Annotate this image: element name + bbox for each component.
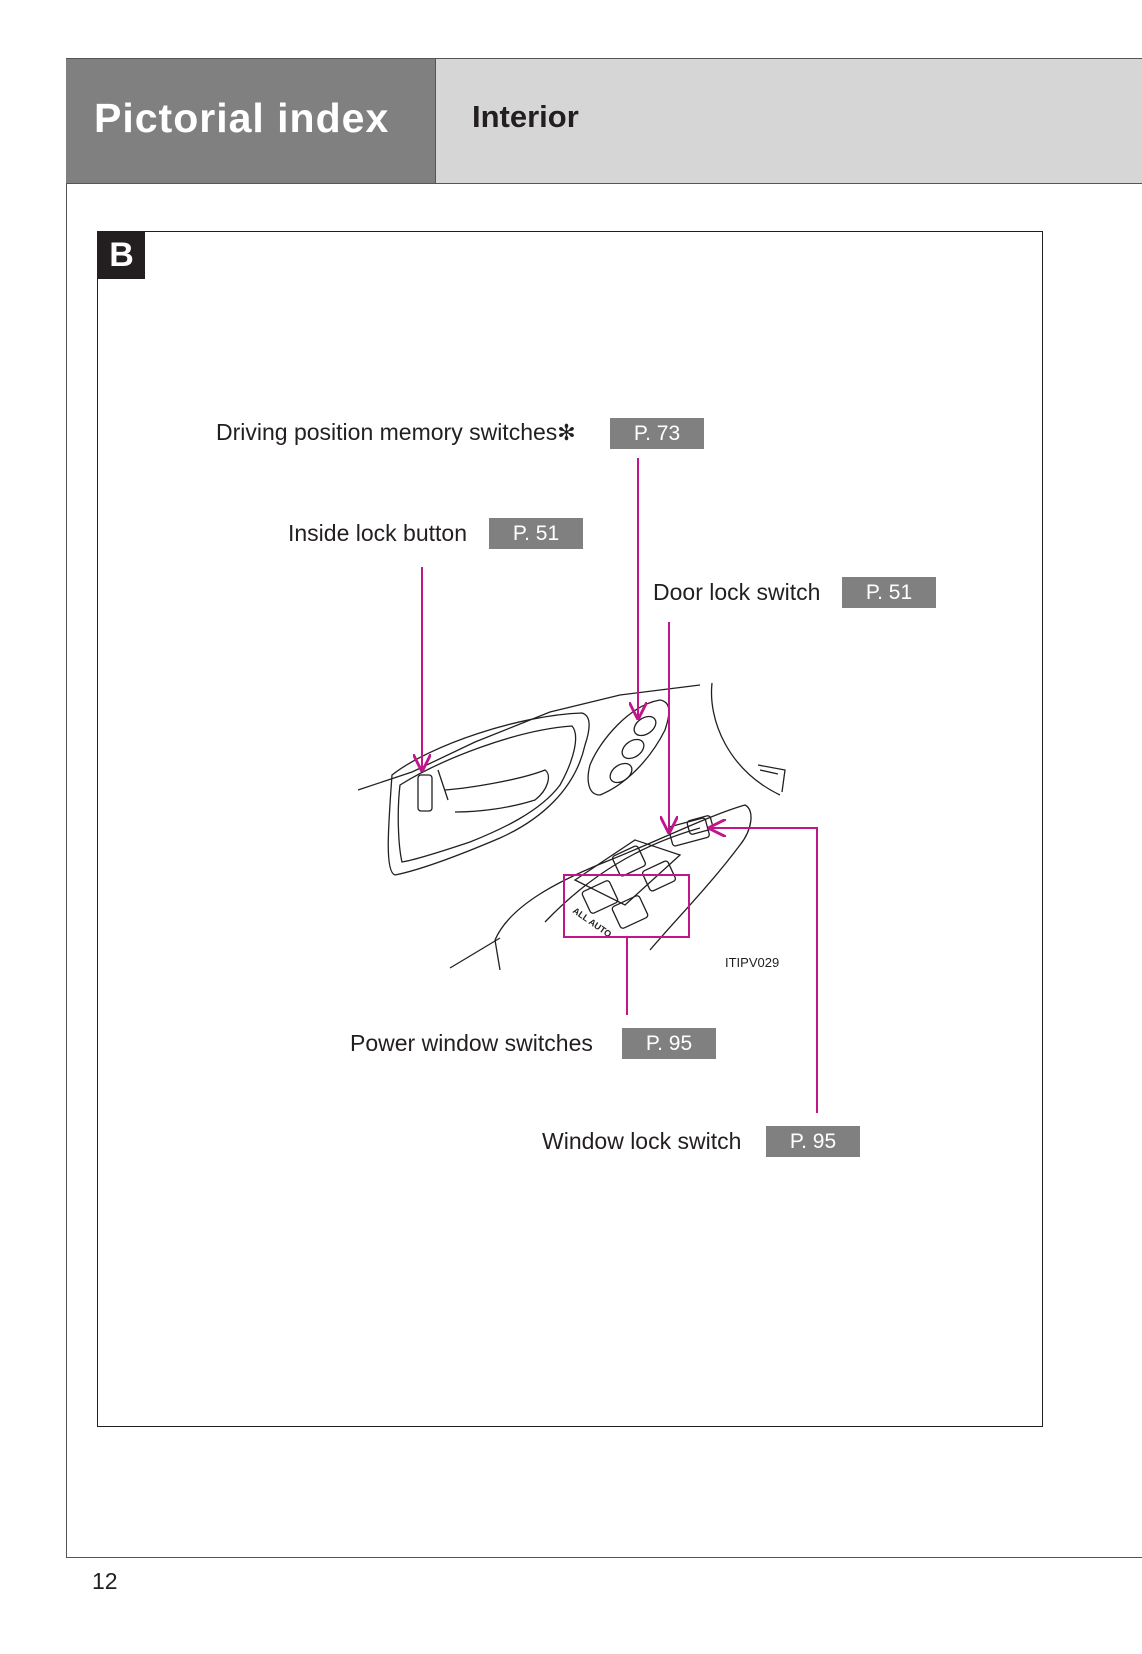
callout-door-lock-label: Door lock switch <box>653 579 821 605</box>
callout-window-lock-label: Window lock switch <box>542 1128 742 1154</box>
page-ref-power-windows[interactable]: P. 95 <box>622 1028 716 1059</box>
asterisk-marker: ✻ <box>557 420 576 445</box>
page-ref-inside-lock[interactable]: P. 51 <box>489 518 583 549</box>
callout-power-windows-label: Power window switches <box>350 1030 593 1056</box>
page-ref-window-lock[interactable]: P. 95 <box>766 1126 860 1157</box>
page-frame-left <box>66 58 67 1558</box>
section-title: Pictorial index <box>94 95 390 141</box>
callout-text: Driving position memory switches <box>216 419 558 445</box>
leader-window-lock <box>710 828 818 1113</box>
subsection-title: Interior <box>472 99 579 134</box>
page-number: 12 <box>92 1568 118 1594</box>
callout-inside-lock-label: Inside lock button <box>288 520 468 546</box>
section-header: Pictorial index <box>66 58 436 184</box>
panel-badge: B <box>98 232 145 279</box>
callout-memory-switches-label: Driving position memory switches✻ <box>216 419 576 446</box>
image-code: ITIPV029 <box>725 955 780 970</box>
page-ref-memory-switches[interactable]: P. 73 <box>610 418 704 449</box>
page-frame-bottom <box>66 1557 1142 1558</box>
interior-panel <box>97 231 1043 1427</box>
page-ref-door-lock[interactable]: P. 51 <box>842 577 936 608</box>
all-auto-text: ALL AUTO <box>571 905 613 939</box>
subsection-header: Interior <box>436 58 1142 184</box>
